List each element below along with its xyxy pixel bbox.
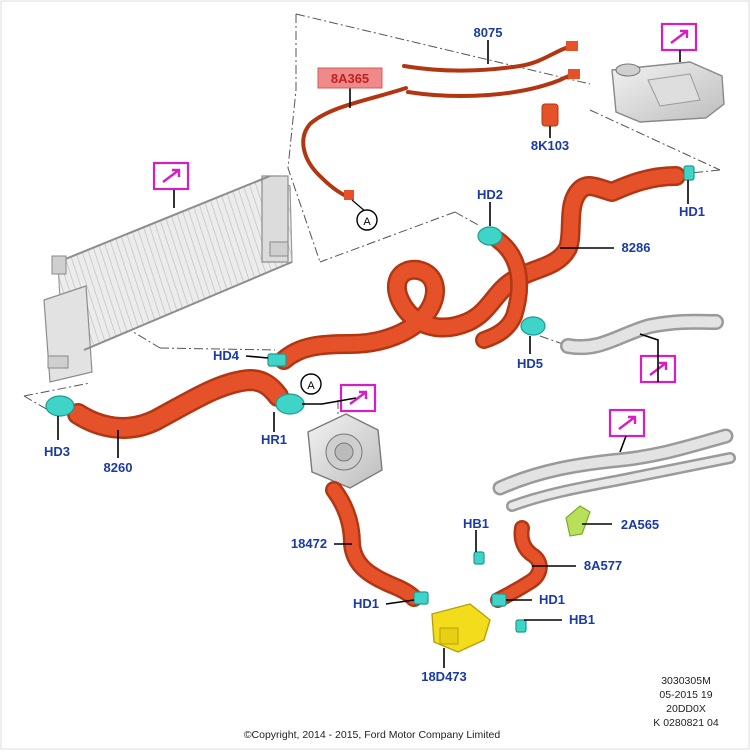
- view-arrow-icon: [660, 22, 698, 52]
- hose-8286: [274, 166, 686, 370]
- label-HD1: HD1: [679, 204, 705, 219]
- hose-18472: [325, 481, 423, 607]
- bracket-2A565: [565, 505, 591, 537]
- label-8K103: 8K103: [531, 138, 569, 153]
- label-HD2: HD2: [477, 187, 503, 202]
- label-8260: 8260: [104, 460, 133, 475]
- ref-circle-a: A: [300, 373, 322, 395]
- footer: 3030305M 05-2015 19 20DD0X K 0280821 04 …: [244, 675, 719, 741]
- label-HB1: HB1: [463, 516, 489, 531]
- part-labels: 8075 8A365 8K103 HD2 HD1 8286 HD4 HD5 HD…: [44, 25, 705, 684]
- label-8A577: 8A577: [584, 558, 622, 573]
- radiator: [43, 175, 293, 383]
- water-pump: [307, 413, 383, 489]
- label-18472: 18472: [291, 536, 327, 551]
- label-8286: 8286: [622, 240, 651, 255]
- hose-8075: [402, 41, 580, 98]
- label-18D473: 18D473: [421, 669, 467, 684]
- label-HD1: HD1: [353, 596, 379, 611]
- hose-8A365: [301, 86, 408, 200]
- label-2A565: 2A565: [621, 517, 659, 532]
- footer-code-3: 20DD0X: [666, 703, 706, 715]
- hose-8260: [67, 369, 289, 439]
- footer-code-4: K 0280821 04: [653, 717, 719, 729]
- view-arrow-icon: [339, 383, 377, 413]
- label-leaders: [57, 40, 689, 668]
- label-HB1: HB1: [569, 612, 595, 627]
- label-HD4: HD4: [213, 348, 240, 363]
- footer-code-2: 05-2015 19: [659, 689, 712, 701]
- label-8075: 8075: [474, 25, 503, 40]
- grey-hose-right: [560, 313, 724, 356]
- ref-circle-a: A: [351, 199, 378, 231]
- view-arrow-icon: [608, 408, 646, 438]
- footer-code-1: 3030305M: [661, 675, 711, 687]
- label-HD5: HD5: [517, 356, 543, 371]
- grey-hoses-lower: [492, 428, 736, 512]
- label-HD3: HD3: [44, 444, 70, 459]
- label-HR1: HR1: [261, 432, 287, 447]
- highlight-box: [317, 67, 383, 89]
- ref-a-label: A: [307, 380, 315, 392]
- label-8A365: 8A365: [331, 71, 369, 86]
- thermostat-housing: [431, 603, 491, 653]
- view-arrow-icon: [152, 161, 190, 191]
- copyright: ©Copyright, 2014 - 2015, Ford Motor Comp…: [244, 729, 501, 741]
- coolant-reservoir: [611, 61, 725, 123]
- hose-8A577: [490, 520, 548, 608]
- part-8K103: [541, 103, 559, 127]
- ref-a-label: A: [363, 216, 371, 228]
- label-HD1: HD1: [539, 592, 565, 607]
